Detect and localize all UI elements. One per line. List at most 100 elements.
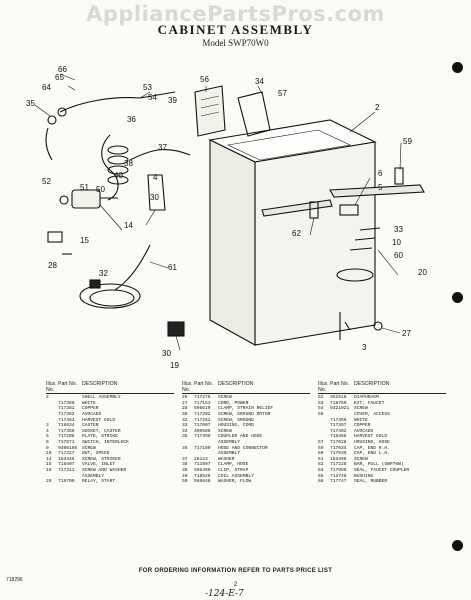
cell-desc: ASSEMBLY [218,439,241,445]
cell-part: 586848 [194,479,211,485]
cell-desc: CLAMP, HOSE [218,462,249,468]
callout-19: 30 [162,349,171,358]
callout-30: 28 [48,261,57,270]
screw [359,227,381,231]
cell-part: 400506 [194,428,211,434]
cell-desc: CASTER [82,423,99,429]
cell-desc: SCREW [354,406,368,412]
table-row: 32 717261 SCREW, GROUND [182,418,310,424]
cell-desc: SCREW AND WASHER [82,467,127,473]
callout-60: 62 [292,229,301,238]
cell-desc: DIAPHRAGM [354,395,379,401]
cell-part: 717359 [330,417,347,423]
cell-ill: 56 [318,411,324,417]
cell-ill: 66 [318,479,324,485]
access-cover [194,85,226,137]
table-row: ASSEMBLY [182,451,310,457]
cell-ill: 32 [182,417,188,423]
cell-desc: COIL ASSEMBLY [218,473,254,479]
cell-ill: 5 [46,434,49,440]
cell-desc: WASHER, FLOW [218,479,252,485]
header-description: DESCRIPTION [218,381,254,387]
page-number: 2 [233,582,238,588]
cell-desc: CORD, POWER [218,400,249,406]
callout-40: 40 [114,171,123,180]
cell-part: 26123 [194,456,208,462]
cell-desc: SCREW, GROUND [218,417,254,423]
pull-bar [261,184,425,217]
start-relay [167,321,185,337]
cell-ill: 6 [46,439,49,445]
cell-desc: CLIP, STRAP [218,467,249,473]
cell-ill: 50 [182,479,188,485]
cell-part: 711997 [194,462,211,468]
callout-14: 14 [124,221,133,230]
cell-part: 717383 [58,417,75,423]
callout-37: 37 [158,143,167,152]
header-illus: Illus. No. [46,381,57,393]
cell-ill: 54 [318,406,324,412]
cell-desc: RELAY, START [82,479,116,485]
cell-ill: 19 [46,467,52,473]
cell-part: 717402 [330,428,347,434]
header-description: DESCRIPTION [82,381,118,387]
cell-part: 717261 [194,417,211,423]
cell-part: 717380 [58,400,75,406]
cell-desc: HARVEST GOLD [354,434,388,440]
cell-ill: 34 [182,428,188,434]
cell-part: 717276 [194,395,211,401]
cell-desc: CAP, END L.H. [354,451,390,457]
cell-desc: ASSEMBLY [82,473,105,479]
callout-6: 6 [378,169,383,178]
cell-ill: 61 [318,456,324,462]
header-description: DESCRIPTION [354,381,390,387]
table-row: 50 586848 WASHER, FLOW [182,479,310,485]
cell-part: 717028 [330,439,347,445]
cell-ill: 37 [182,456,188,462]
cell-desc: AVOCADO [82,411,102,417]
cell-part: 717228 [330,462,347,468]
cell-desc: CAP, END R.H. [354,445,390,451]
end-cap-right [394,167,404,185]
table-row: 56 COVER, ACCESS [318,412,446,418]
callout-66: 66 [58,65,67,74]
cell-part: 717971 [58,439,75,445]
cell-ill: 35 [182,434,188,440]
cord-housing [147,174,166,211]
cell-part: 717311 [58,467,75,473]
cell-desc: COVER, ACCESS [354,411,390,417]
cell-desc: SCREW [354,456,368,462]
table-row: ASSEMBLY [182,440,310,446]
cell-part: 163496 [330,456,347,462]
header-illus: Illus. No. [182,381,193,393]
screw [349,247,373,251]
callout-50: 51 [80,183,89,192]
cell-desc: WASHER [218,456,235,462]
cell-part: 718750 [330,400,347,406]
cell-desc: SCREW [218,395,232,401]
cell-desc: BAR, PULL (SWP70W) [354,462,404,468]
callout-10: 33 [394,225,403,234]
table-header: Illus. No. Part No. DESCRIPTION [182,381,310,395]
binder-hole-bottom [452,540,463,551]
cell-desc: KIT, FAUCET [354,400,385,406]
callout-52: 50 [96,185,105,194]
cell-desc: WHITE [354,417,368,423]
